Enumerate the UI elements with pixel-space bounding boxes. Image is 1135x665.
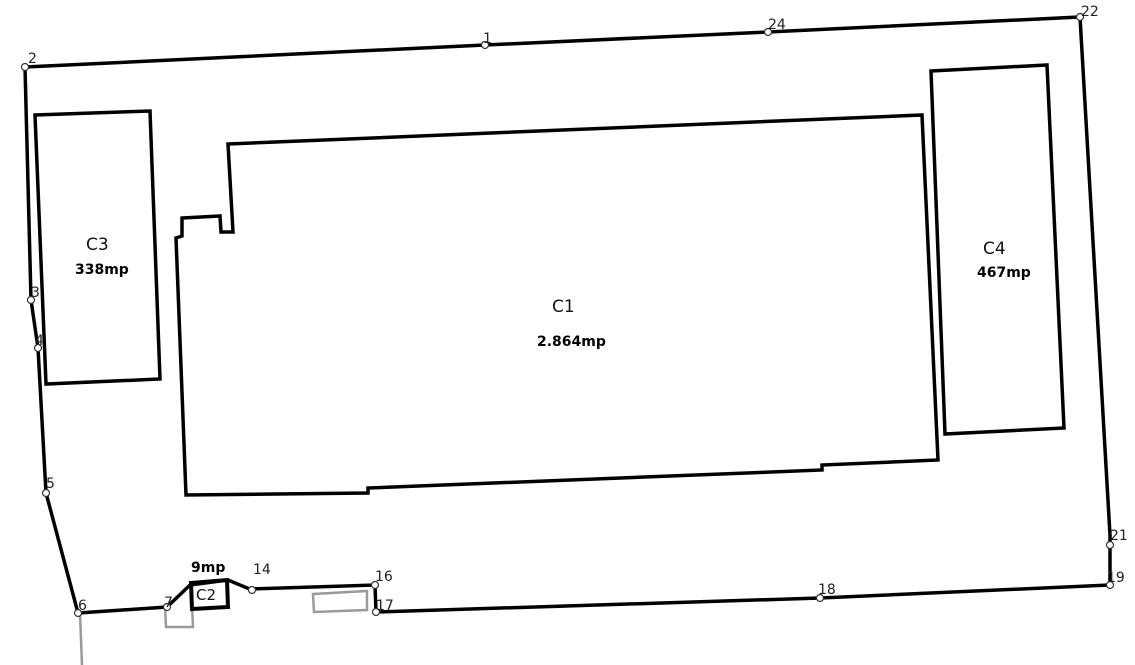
point-label-4: 4 bbox=[35, 333, 44, 349]
point-label-7: 7 bbox=[164, 595, 173, 611]
aux-line bbox=[78, 612, 84, 665]
point-label-21: 21 bbox=[1110, 528, 1128, 544]
point-label-5: 5 bbox=[46, 476, 55, 492]
vertex-22 bbox=[1075, 12, 1085, 22]
vertex-3 bbox=[26, 295, 36, 305]
point-label-18: 18 bbox=[818, 582, 836, 598]
vertex-4 bbox=[33, 343, 43, 353]
point-label-14: 14 bbox=[253, 562, 271, 578]
auxiliary-lines bbox=[78, 589, 369, 665]
building-c3-outline[interactable] bbox=[33, 109, 162, 386]
vertex-17 bbox=[371, 607, 381, 617]
point-label-24: 24 bbox=[768, 17, 786, 33]
vertex-7 bbox=[162, 602, 172, 612]
point-label-22: 22 bbox=[1081, 4, 1099, 20]
building-c2-name: C2 bbox=[196, 586, 216, 604]
building-c2-outline[interactable] bbox=[188, 577, 231, 612]
aux-rect bbox=[163, 604, 195, 629]
point-label-2: 2 bbox=[28, 51, 37, 67]
vertex-21 bbox=[1105, 540, 1115, 550]
vertex-5 bbox=[41, 488, 51, 498]
building-c1-name: C1 bbox=[552, 297, 575, 317]
building-c4-outline[interactable] bbox=[929, 63, 1066, 436]
building-c2-area: 9mp bbox=[191, 560, 225, 576]
point-label-6: 6 bbox=[78, 598, 87, 614]
building-c3-name: C3 bbox=[86, 235, 109, 255]
building-c1-outline[interactable] bbox=[174, 113, 940, 497]
vertex-18 bbox=[815, 593, 825, 603]
point-label-3: 3 bbox=[31, 285, 40, 301]
vertex-2 bbox=[20, 62, 30, 72]
point-label-19: 19 bbox=[1107, 570, 1125, 586]
vertex-16 bbox=[370, 580, 380, 590]
building-c3-area: 338mp bbox=[75, 262, 129, 278]
vertex-24 bbox=[763, 27, 773, 37]
point-label-1: 1 bbox=[483, 31, 492, 47]
vertex-1 bbox=[480, 40, 490, 50]
point-label-16: 16 bbox=[375, 569, 393, 585]
vertex-19 bbox=[1105, 580, 1115, 590]
building-c1-area: 2.864mp bbox=[537, 334, 606, 350]
point-label-17: 17 bbox=[376, 598, 394, 614]
vertex-14 bbox=[247, 585, 257, 595]
building-c4-area: 467mp bbox=[977, 265, 1031, 281]
vertex-markers bbox=[20, 12, 1115, 618]
aux-rect bbox=[311, 589, 369, 614]
vertex-6 bbox=[73, 608, 83, 618]
building-c4-name: C4 bbox=[983, 239, 1006, 259]
